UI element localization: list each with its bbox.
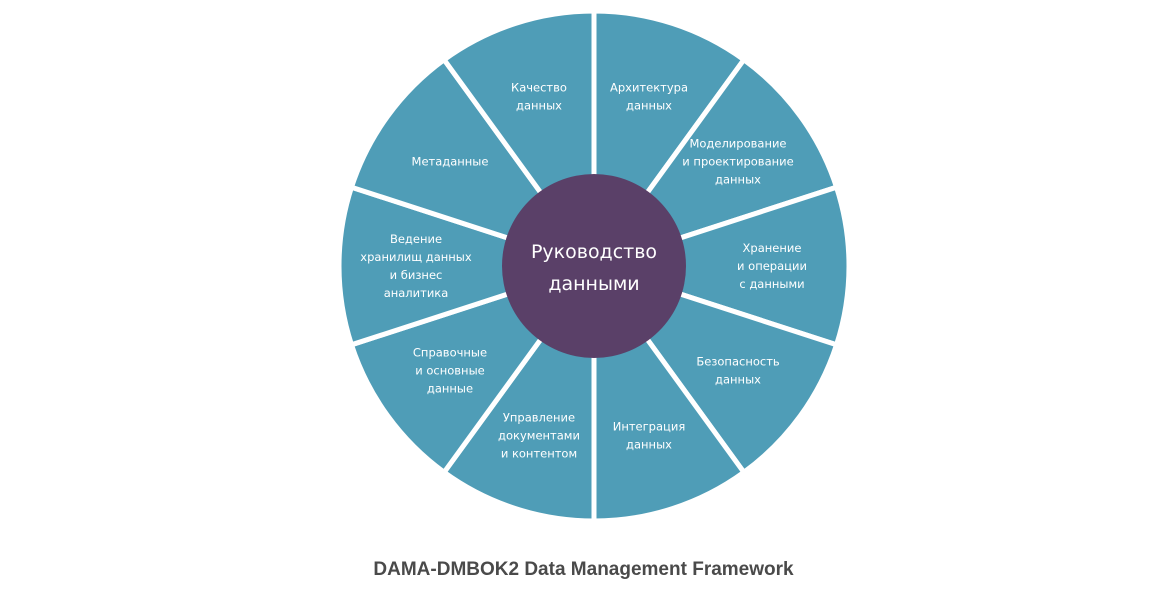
- wheel-segment: [585, 184, 852, 348]
- wheel-segment: [336, 184, 603, 348]
- segment-label: Метаданные: [412, 154, 489, 168]
- diagram-title: DAMA-DMBOK2 Data Management Framework: [373, 559, 794, 580]
- center-hub: [502, 174, 686, 358]
